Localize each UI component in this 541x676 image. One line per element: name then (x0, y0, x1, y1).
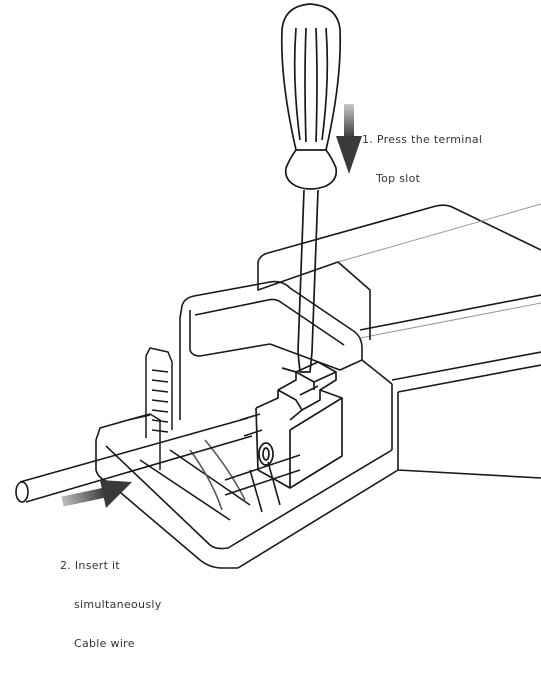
step2-line1: 2. Insert it (60, 559, 121, 572)
cable-wire (15, 413, 263, 503)
step1-line1: 1. Press the terminal (362, 133, 483, 146)
step1-line2: Top slot (376, 172, 421, 185)
diagram-illustration (15, 3, 541, 569)
step1-caption: 1. Press the terminal Top slot (362, 107, 482, 211)
step2-caption: 2. Insert it simultaneously Cable wire (60, 533, 162, 676)
screwdriver (280, 3, 342, 373)
installation-diagram: 1. Press the terminal Top slot 2. Insert… (15, 3, 541, 650)
step2-line2: simultaneously (74, 598, 162, 611)
insert-arrow-icon (61, 480, 132, 508)
ribbed-latch (127, 347, 173, 470)
press-arrow-icon (336, 104, 362, 174)
terminal-block (255, 361, 343, 489)
enclosure-housing (95, 203, 541, 569)
step2-line3: Cable wire (74, 637, 135, 650)
